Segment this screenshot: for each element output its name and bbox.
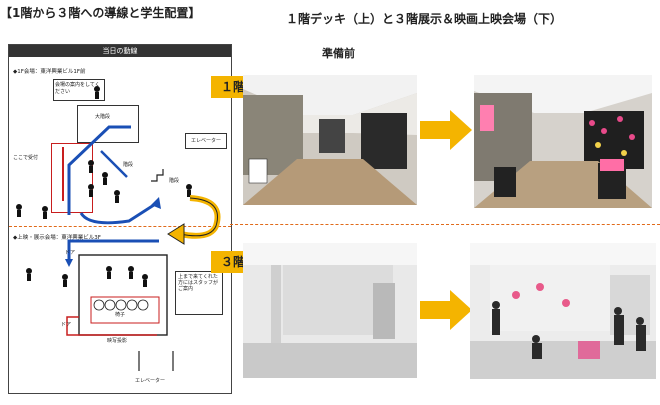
label-stairs-left: 階段 [123,162,134,168]
note-box-3f: 上まで来てくれた方にはスタッフがご案内 [175,271,223,315]
curved-transfer-arrow-icon [167,195,221,245]
building-block [77,105,139,143]
page-title-left: 【1階から３階への導線と学生配置】 [0,6,201,20]
subtitle-before-preparation: 準備前 [322,47,355,60]
arrow-right-icon-1f [420,110,472,150]
label-elevator-bottom: エレベーター [135,378,166,384]
note-red: ここで受付 [13,155,39,161]
floor-plan-section-3f: ◆上映・展示会場：東洋興業ビル3F [13,235,101,241]
label-projector: 映写投影 [107,338,128,344]
arrow-right-icon-3f [420,290,472,330]
photo-3f-before [243,243,417,378]
floor-plan-panel: 当日の動線 ◆1F会場：東洋興業ビル1F前 ◆上映・展示会場：東洋興業ビル3F … [8,44,232,394]
section-divider-dashed [230,224,660,225]
reception-red-box [51,143,93,213]
floor-plan-header: 当日の動線 [9,45,231,57]
page-title-right: １階デッキ（上）と３階展示＆映画上映会場（下） [286,12,563,26]
label-seats: 椅子 [115,312,126,318]
floor-plan-drawing [16,86,192,371]
photo-3f-after [470,243,656,379]
photo-1f-after [474,75,652,208]
label-elevator-top: エレベーター [185,133,227,149]
label-stairs-right: 階段 [169,178,180,184]
label-door: ドア [65,250,76,256]
label-door-2: ドア [61,322,72,328]
floor-divider-line [9,226,231,227]
photo-1f-before [243,75,417,205]
label-large-stairs: 大階段 [95,114,111,120]
floor-plan-section-1f: ◆1F会場：東洋興業ビル1F前 [13,69,86,75]
note-box-1f: 会場の案内をしてください [53,79,105,101]
